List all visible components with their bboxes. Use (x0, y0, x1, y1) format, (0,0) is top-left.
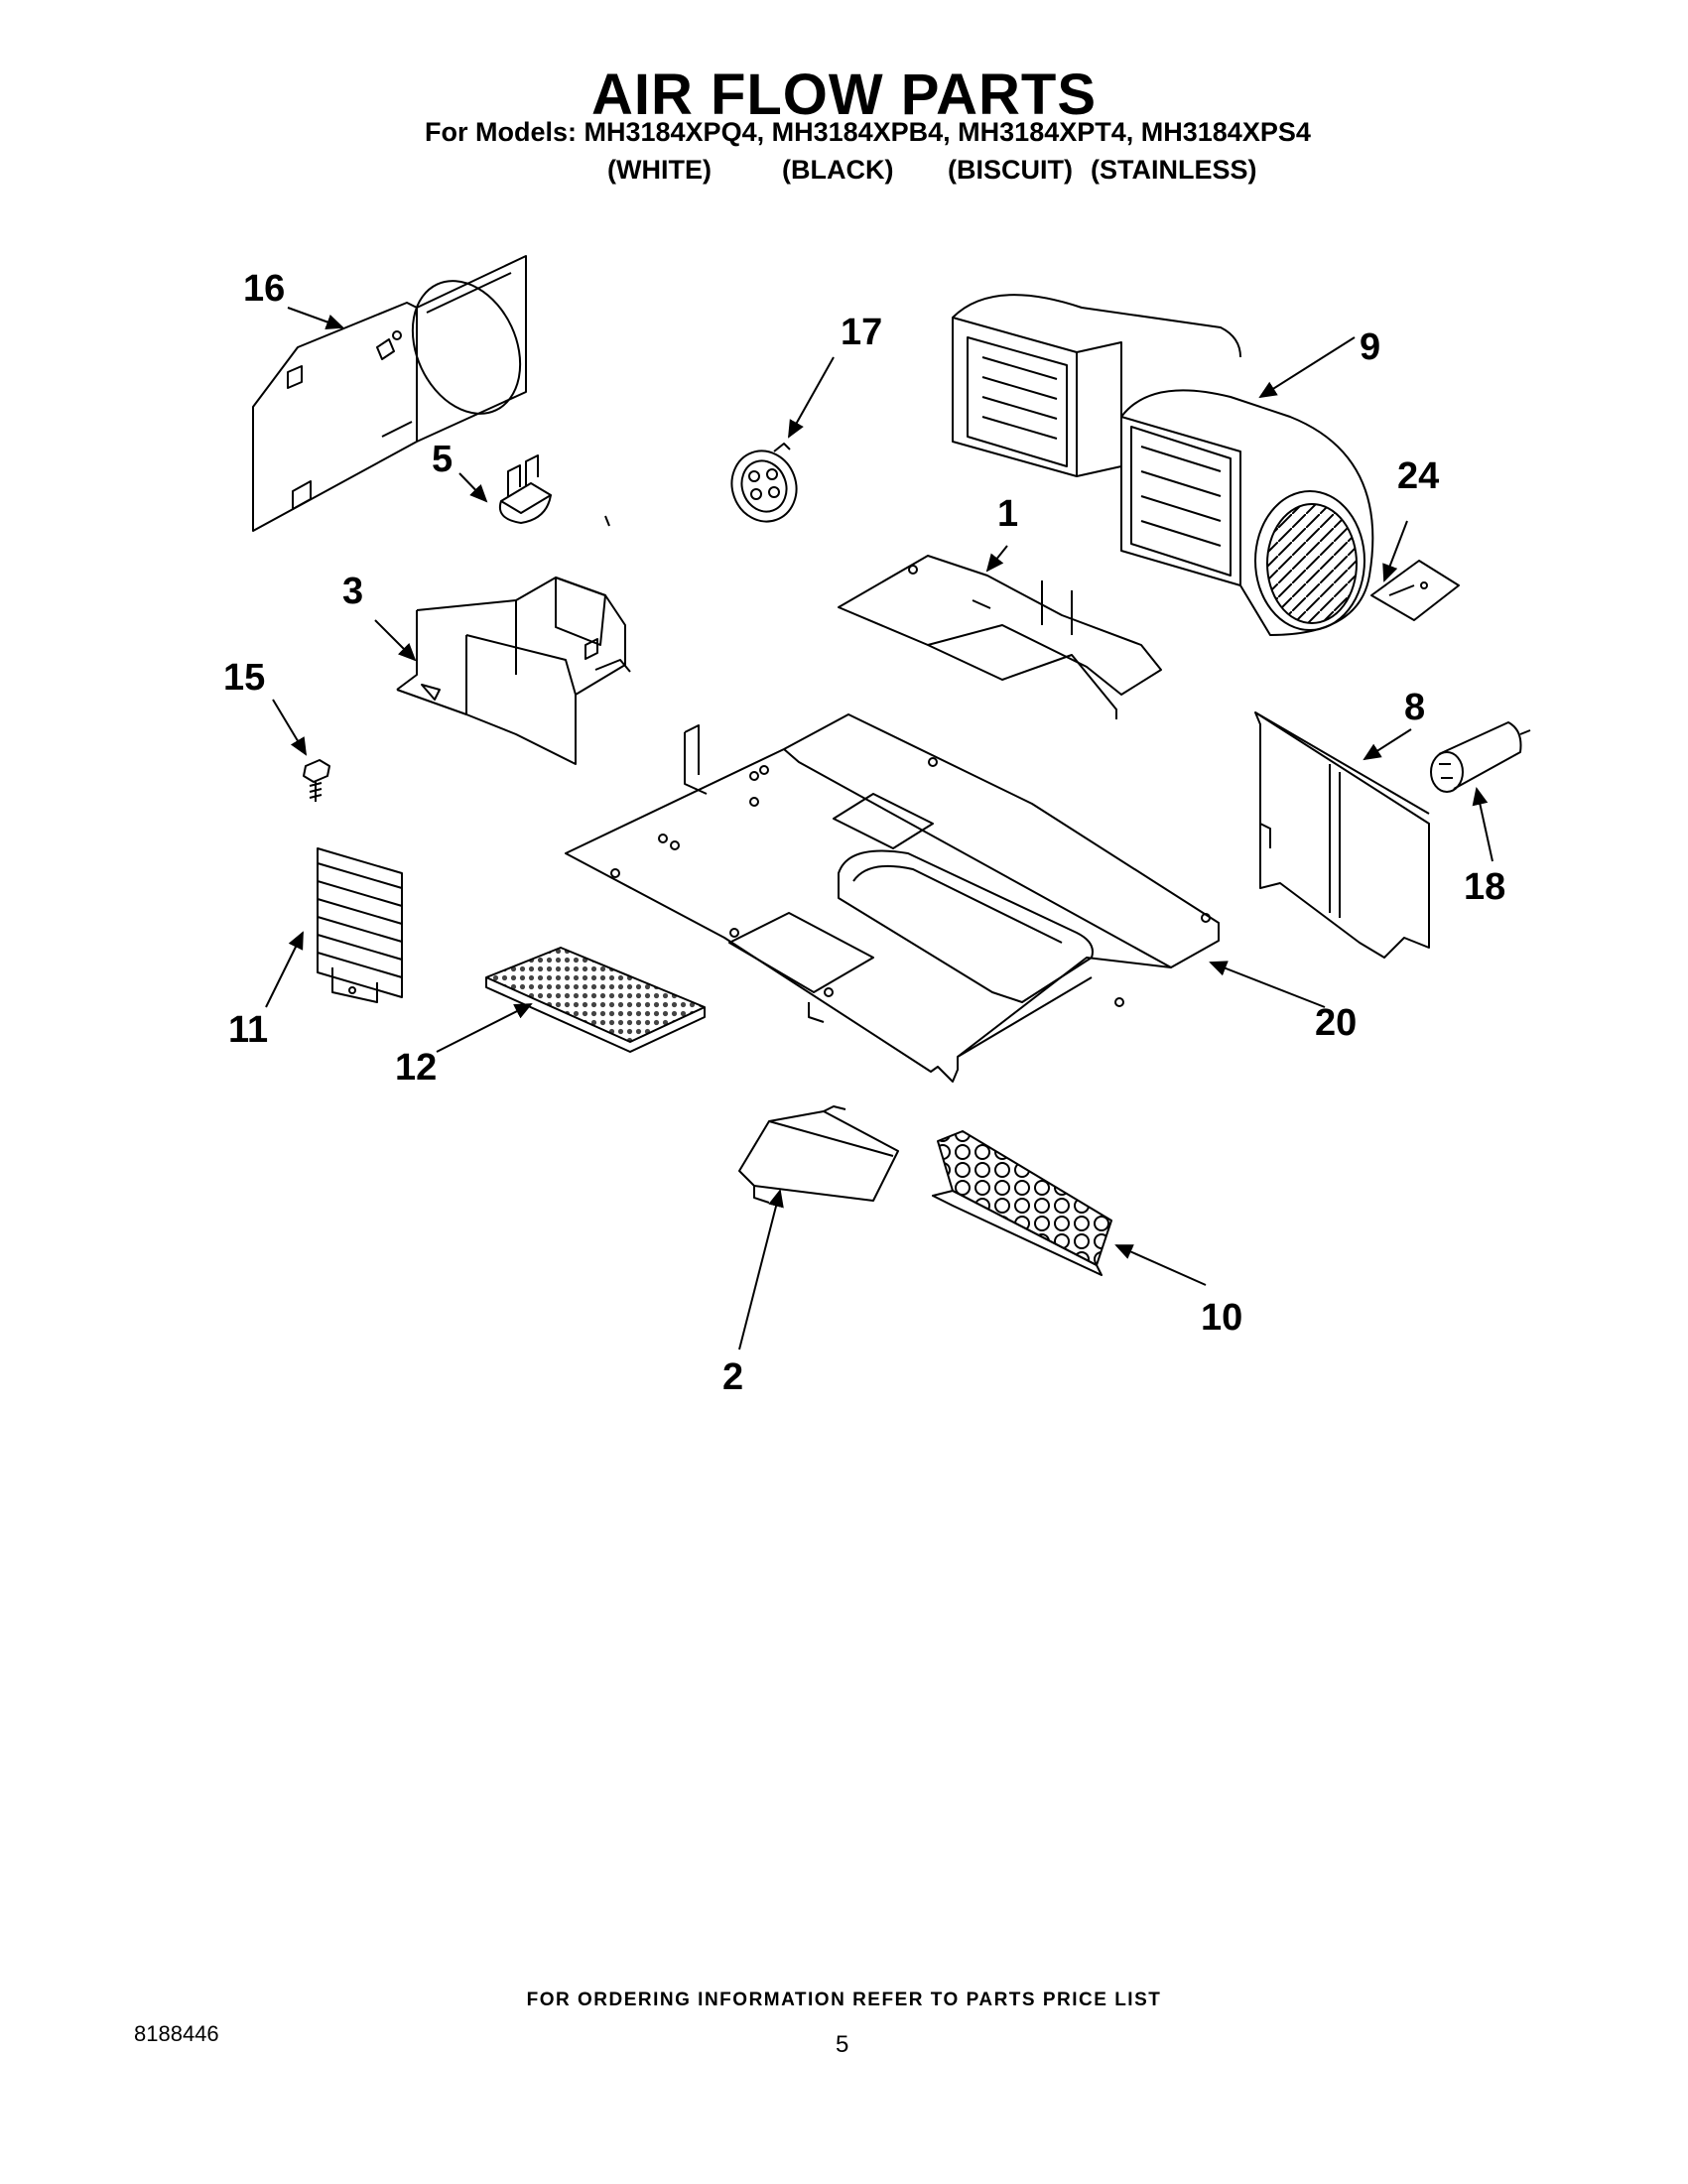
callout-9: 9 (1360, 326, 1380, 368)
part-9-blower-assembly (952, 294, 1374, 636)
part-17-round-part (730, 443, 798, 523)
leader-lines (265, 307, 1493, 1350)
callout-17: 17 (841, 312, 882, 353)
ordering-footer: FOR ORDERING INFORMATION REFER TO PARTS … (526, 1990, 1162, 2010)
document-number: 8188446 (134, 2021, 219, 2046)
callout-12: 12 (395, 1047, 437, 1089)
part-24-bracket (1370, 560, 1460, 621)
page-title: AIR FLOW PARTS (590, 63, 1098, 127)
callout-5: 5 (432, 439, 453, 480)
part-5-thermostat (499, 454, 610, 527)
callout-10: 10 (1201, 1297, 1242, 1339)
color-white: (WHITE) (607, 155, 712, 185)
callout-3: 3 (342, 571, 363, 612)
color-biscuit: (BISCUIT) (948, 155, 1073, 185)
callout-18: 18 (1464, 866, 1505, 908)
part-2-damper (738, 1105, 899, 1204)
callout-20: 20 (1315, 1002, 1357, 1044)
models-line: For Models: MH3184XPQ4, MH3184XPB4, MH31… (425, 117, 1311, 147)
part-20-base-plate (565, 713, 1220, 1083)
callout-2: 2 (722, 1356, 743, 1398)
callout-15: 15 (223, 657, 265, 699)
callout-1: 1 (997, 493, 1018, 535)
part-10-grease-filter (932, 1130, 1112, 1276)
callout-11: 11 (228, 1009, 268, 1051)
color-stainless: (STAINLESS) (1091, 155, 1257, 185)
page-number: 5 (836, 2031, 849, 2058)
part-16-side-plate (252, 255, 527, 532)
part-11-grille (317, 847, 403, 1003)
part-8-panel (1254, 711, 1430, 959)
part-18-capacitor (1430, 721, 1531, 793)
part-12-filter (485, 947, 706, 1053)
callout-16: 16 (243, 268, 285, 310)
callout-24: 24 (1397, 455, 1439, 497)
part-3-duct (396, 577, 631, 765)
color-black: (BLACK) (782, 155, 894, 185)
callout-8: 8 (1404, 687, 1425, 728)
part-15-screw (303, 759, 330, 802)
part-1-air-guide (838, 555, 1162, 719)
